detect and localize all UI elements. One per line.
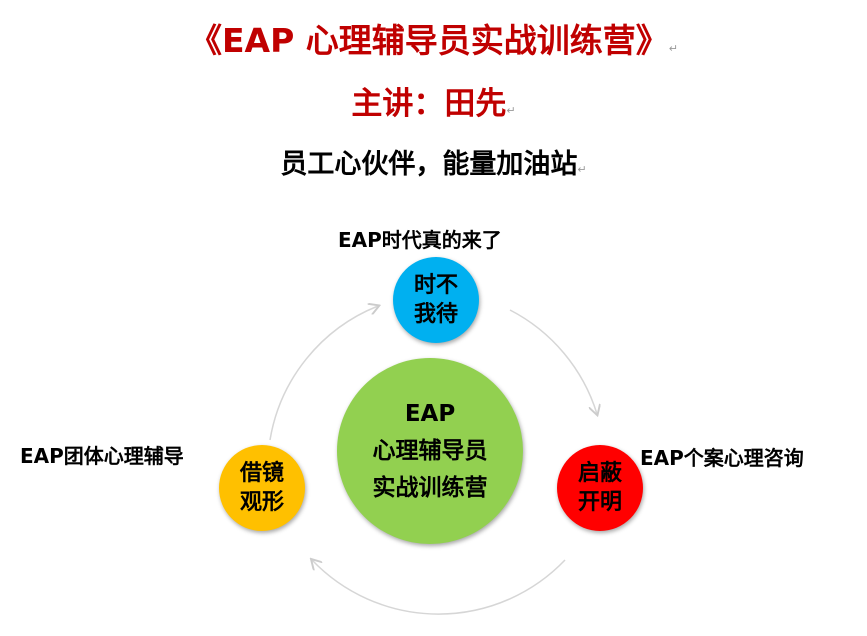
node-label-left: EAP团体心理辅导 (20, 444, 184, 468)
paragraph-mark: ↵ (668, 42, 678, 55)
center-line3: 实战训练营 (372, 474, 488, 501)
node-text: 观形 (239, 490, 284, 515)
speaker-line: 主讲：田先↵ (0, 78, 867, 123)
slogan-line: 员工心伙伴，能量加油站↵ (0, 142, 867, 181)
arrow-left (269, 306, 378, 441)
arrow-top-right (509, 309, 597, 414)
speaker-text: 主讲：田先 (351, 86, 507, 122)
node-text: 时不 (413, 273, 458, 298)
node-text: 启蔽 (577, 461, 622, 486)
paragraph-mark: ↵ (577, 163, 587, 176)
node-text: 借镜 (239, 461, 284, 486)
title-text: 《EAP 心理辅导员实战训练营》 (189, 21, 669, 60)
node-text: 我待 (413, 302, 458, 327)
arrow-bottom (312, 560, 566, 615)
node-circle-left: 借镜观形 (219, 445, 305, 531)
center-circle: EAP 心理辅导员实战训练营 (337, 358, 523, 544)
page-title: 《EAP 心理辅导员实战训练营》↵ (0, 14, 867, 62)
paragraph-mark: ↵ (506, 104, 516, 117)
node-text: 开明 (577, 490, 622, 515)
center-line2: 心理辅导员 (372, 437, 488, 464)
center-line1: EAP (404, 400, 456, 427)
node-label-right: EAP个案心理咨询 (640, 446, 804, 470)
node-label-top: EAP时代真的来了 (338, 228, 502, 252)
slogan-text: 员工心伙伴，能量加油站 (280, 149, 578, 180)
node-circle-top: 时不我待 (393, 257, 479, 343)
node-circle-right: 启蔽开明 (557, 445, 643, 531)
